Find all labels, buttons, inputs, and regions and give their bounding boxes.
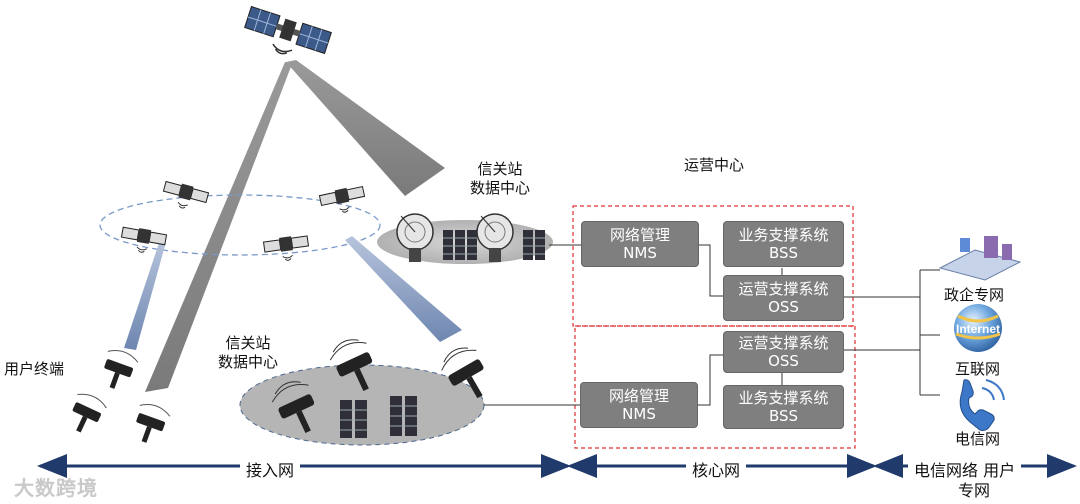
user-terminal-icon bbox=[72, 393, 107, 433]
gateway-bottom-label: 信关站 数据中心 bbox=[218, 334, 279, 371]
internet-logo-text: Internet bbox=[956, 322, 1000, 336]
gateway-top-label: 信关站 数据中心 bbox=[470, 160, 531, 197]
geo-beam-to-gateway bbox=[286, 60, 445, 196]
leo-satellite-icon bbox=[318, 185, 366, 213]
enterprise-network-icon bbox=[938, 236, 1022, 281]
access-network-label: 接入网 bbox=[240, 457, 301, 481]
ops-center-title: 运营中心 bbox=[684, 156, 745, 174]
ground-antenna-icon bbox=[329, 339, 373, 392]
leo-orbit bbox=[99, 194, 381, 256]
internet-globe-icon: Internet bbox=[954, 304, 1002, 352]
ops-group-upper bbox=[572, 205, 854, 327]
leo-beam-to-gateway bbox=[345, 236, 462, 342]
watermark: 大数跨境 bbox=[14, 476, 98, 500]
leo-satellite-icon bbox=[262, 235, 310, 261]
leo-beam-to-users bbox=[124, 240, 166, 350]
gateway-dish-icon bbox=[396, 213, 434, 262]
geo-satellite-icon bbox=[244, 5, 332, 55]
telecom-network-bar-label-2: 专网 bbox=[958, 481, 991, 500]
telecom-network-bar-label: 电信网络 用户 bbox=[908, 457, 1022, 481]
leo-satellite-icon bbox=[120, 226, 168, 253]
user-terminal-icon bbox=[136, 404, 171, 443]
ops-group-lower bbox=[574, 325, 856, 449]
user-terminal-icon bbox=[104, 350, 139, 389]
telephone-icon bbox=[959, 379, 1005, 431]
geo-beam-to-users bbox=[145, 62, 292, 392]
internet-label: 互联网 bbox=[955, 360, 1001, 378]
ground-antenna-icon bbox=[441, 347, 484, 399]
telecom-network-label: 电信网 bbox=[955, 430, 1001, 448]
server-rack-icon bbox=[340, 396, 417, 438]
user-terminal-label: 用户终端 bbox=[4, 360, 65, 378]
server-rack-icon bbox=[443, 230, 545, 260]
ground-antenna-icon bbox=[271, 381, 315, 434]
enterprise-network-label: 政企专网 bbox=[944, 286, 1005, 304]
connector-lines bbox=[484, 244, 940, 406]
core-network-label: 核心网 bbox=[686, 457, 747, 481]
leo-satellite-icon bbox=[162, 180, 210, 209]
